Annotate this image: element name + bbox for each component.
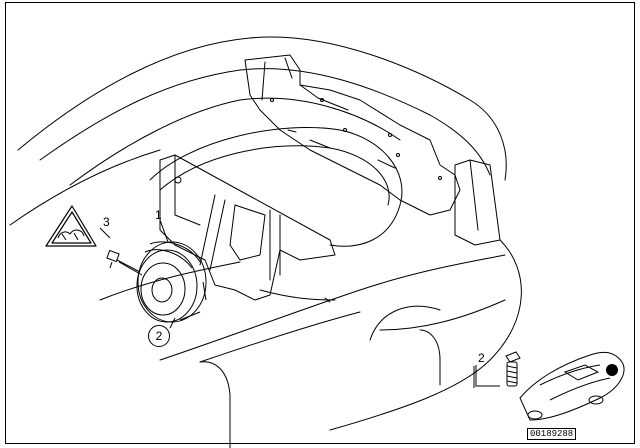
speaker-location-marker	[606, 364, 618, 376]
car-thumbnail-icon	[519, 351, 625, 421]
screw-icon	[505, 351, 521, 387]
callout-part-2-circle: 2	[148, 325, 170, 347]
warning-triangle-icon	[45, 205, 97, 247]
connector-icon	[106, 249, 143, 276]
drawing-id: 00189288	[527, 428, 577, 440]
callout-part-3: 3	[103, 215, 110, 229]
callout-part-1: 1	[155, 208, 162, 222]
car-body-outline	[17, 36, 507, 181]
rear-shelf-panel	[159, 154, 336, 301]
speaker-icon	[136, 241, 207, 323]
callout-part-2: 2	[478, 351, 485, 365]
upper-shelf-bracket	[244, 54, 461, 216]
